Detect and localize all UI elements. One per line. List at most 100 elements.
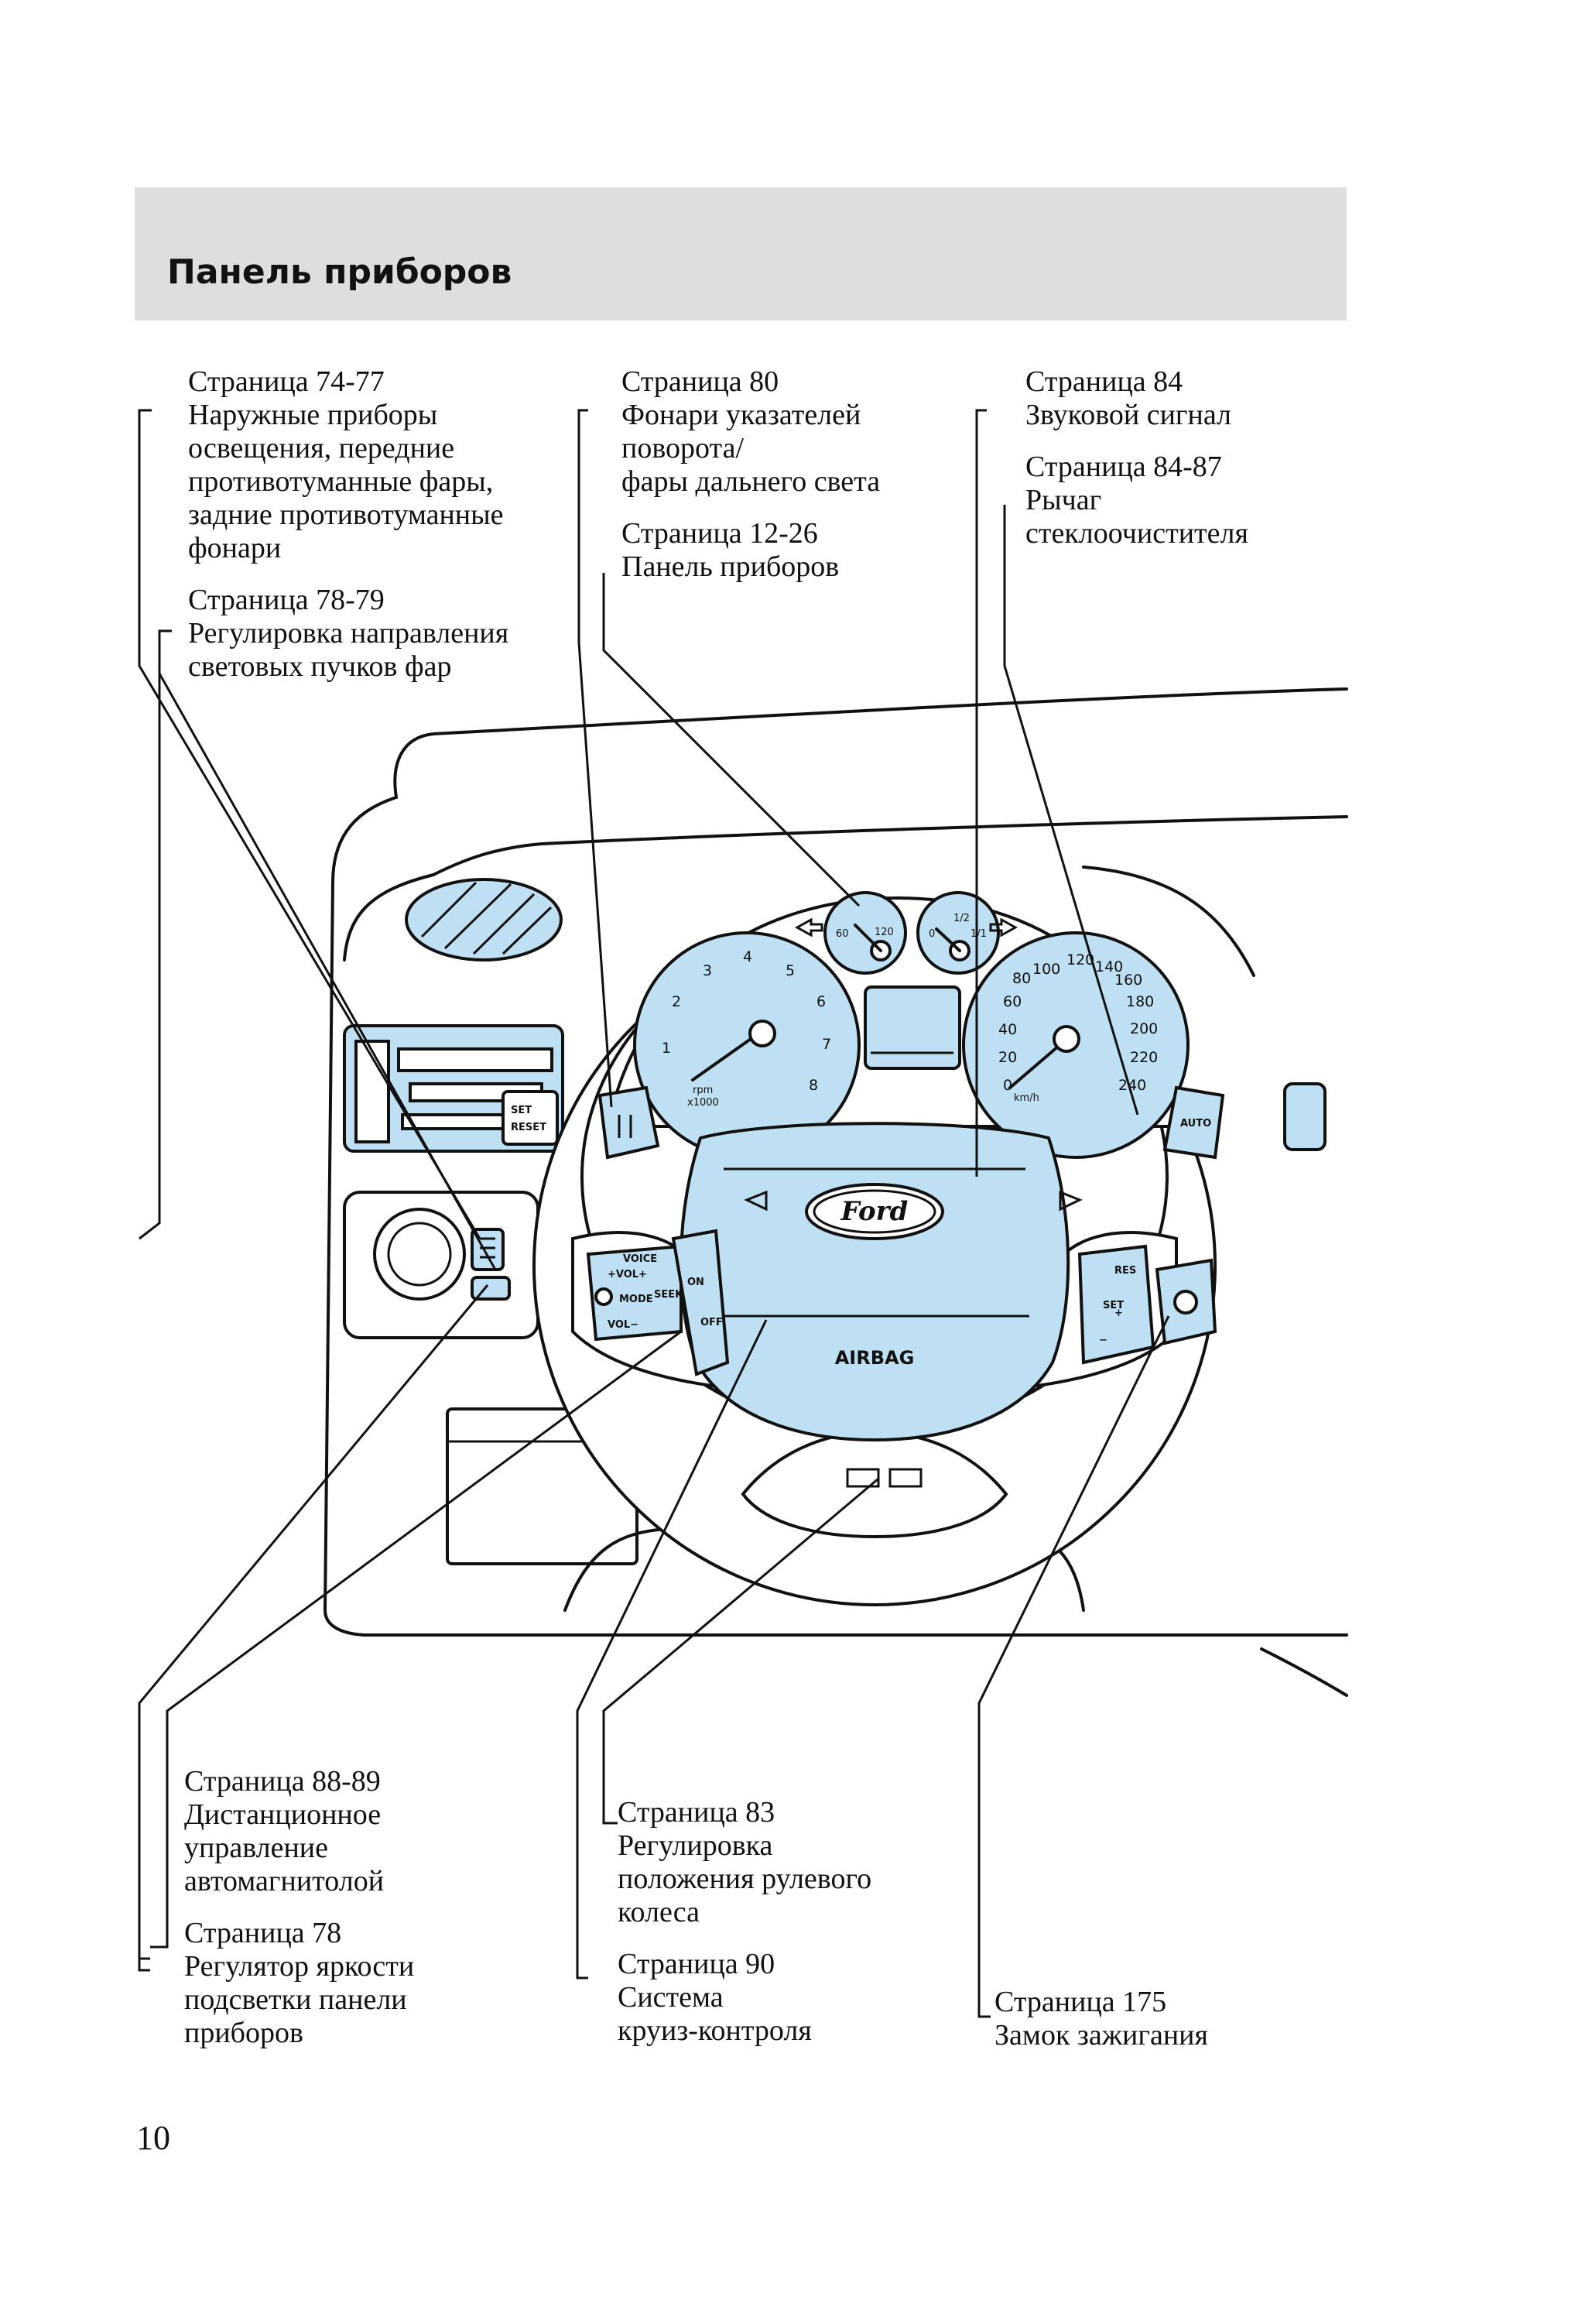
speed-number: 60 [1003, 993, 1022, 1010]
speed-number: 220 [1130, 1049, 1158, 1066]
light-switch-panel [343, 1191, 539, 1339]
speed-number: 40 [998, 1021, 1017, 1038]
callout-text: Наружные приборы [188, 399, 438, 431]
tach-number: 6 [816, 993, 826, 1010]
reset-label: RESET [511, 1122, 546, 1133]
fuel-number: 1/1 [971, 928, 987, 940]
tach-number: 4 [743, 948, 752, 965]
callout-page-ref: Страница 80 [621, 365, 779, 398]
speed-number: 100 [1032, 961, 1060, 978]
air-vent [405, 878, 563, 961]
callout-page-ref: Страница 74-77 [188, 365, 385, 398]
callout-text: фонари [188, 532, 282, 564]
tach-number: 3 [703, 962, 712, 979]
callout-text: Фонари указателей [621, 399, 861, 431]
callout-text: поворота/ [621, 432, 745, 464]
speed-number: 0 [1003, 1077, 1012, 1094]
vol-plus-label: +VOL+ [608, 1269, 647, 1280]
speed-number: 120 [1066, 951, 1094, 968]
temp-number: 120 [875, 927, 894, 938]
wiper-auto-label: AUTO [1180, 1118, 1211, 1129]
speedometer: 0 20 40 60 80 100 120 140 160 180 200 22… [962, 931, 1190, 1159]
callout-text: Система [618, 1981, 724, 2014]
tach-number: 5 [786, 962, 795, 979]
dashboard-outline [324, 687, 1348, 1697]
vol-minus-label: VOL− [608, 1319, 638, 1331]
cruise-res-label: RES [1114, 1265, 1136, 1277]
callout-text: стеклоочистителя [1025, 517, 1248, 550]
mode-label: MODE [619, 1294, 653, 1305]
turn-right-arrow-icon [989, 917, 1018, 937]
cruise-off-label: OFF [700, 1317, 723, 1328]
wiper-stalk: AUTO [1162, 1082, 1327, 1160]
callout-text: задние противотуманные [188, 499, 504, 531]
airbag-label: AIRBAG [835, 1347, 915, 1369]
callout-text: управление [184, 1832, 329, 1864]
callout-leaders [138, 409, 1170, 2018]
seek-label: SEEK [654, 1289, 683, 1301]
speed-number: 20 [998, 1049, 1017, 1066]
callout-page-ref: Страница 84-87 [1025, 451, 1222, 483]
cruise-plus-label: + [1114, 1308, 1123, 1319]
callout-page-ref: Страница 12-26 [621, 517, 818, 550]
temperature-gauge: 60 120 [823, 891, 907, 975]
horn-left-icon [744, 1190, 768, 1212]
callout-text: Дистанционное [184, 1798, 382, 1831]
tach-number: 2 [672, 993, 681, 1010]
speed-unit: km/h [1014, 1092, 1039, 1104]
callout-text: подсветки панели [184, 1983, 407, 2016]
callout-ignition: Страница 175 Замок зажигания [994, 1986, 1208, 2052]
speed-number: 160 [1114, 972, 1142, 989]
callout-page-ref: Страница 83 [618, 1796, 775, 1829]
tach-unit: x1000 [687, 1097, 719, 1109]
callout-text: колеса [618, 1896, 700, 1928]
speed-number: 240 [1118, 1077, 1146, 1094]
callout-text: круиз-контроля [618, 2014, 812, 2047]
audio-remote-controls: +VOL+ VOICE MODE SEEK VOL− [586, 1244, 683, 1342]
callout-audio-remote: Страница 88-89 Дистанционное управление … [184, 1765, 414, 2050]
airbag-hub: Ford AIRBAG [679, 1122, 1083, 1442]
callout-text: Регулятор яркости [184, 1950, 415, 1983]
cruise-on-label: ON [687, 1277, 704, 1288]
steering-wheel: 1 2 3 4 5 6 7 8 rpm x1000 0 20 40 [502, 891, 1327, 1606]
fuel-number: 1/2 [953, 913, 970, 924]
callout-text: Панель приборов [621, 550, 840, 583]
tach-number: 7 [822, 1036, 831, 1053]
cruise-control-right: RES SET + − [1077, 1244, 1155, 1365]
turn-left-arrow-icon [794, 917, 823, 937]
center-display [864, 985, 961, 1070]
callout-text: противотуманные фары, [188, 465, 494, 498]
callout-steering-cruise: Страница 83 Регулировка положения рулево… [618, 1796, 871, 2048]
page-title: Панель приборов [167, 252, 512, 292]
callout-text: Регулировка направления [188, 617, 509, 650]
callout-text: освещения, передние [188, 432, 455, 464]
callout-horn-wiper: Страница 84 Звуковой сигнал Страница 84-… [1025, 365, 1248, 550]
cruise-minus-label: − [1099, 1335, 1107, 1346]
callout-text: фары дальнего света [621, 465, 881, 498]
fuel-number: 0 [929, 928, 935, 940]
section-header-band [135, 187, 1347, 320]
fuel-gauge: 0 1/2 1/1 [916, 891, 1000, 975]
speed-number: 180 [1126, 993, 1154, 1010]
callout-page-ref: Страница 84 [1025, 365, 1183, 398]
cruise-set-label: SET [1103, 1300, 1124, 1311]
callout-text: автомагнитолой [184, 1865, 385, 1897]
tach-number: 8 [809, 1077, 818, 1094]
tach-number: 1 [662, 1040, 671, 1057]
temp-number: 60 [836, 928, 849, 940]
voice-label: VOICE [623, 1253, 657, 1265]
callout-page-ref: Страница 175 [994, 1986, 1167, 2018]
page-number: 10 [136, 2119, 170, 2157]
turn-signal-stalk: SET RESET [502, 1085, 660, 1160]
callout-text: световых пучков фар [188, 650, 452, 683]
callout-text: положения рулевого [618, 1863, 872, 1895]
ford-logo: Ford [840, 1196, 909, 1227]
speed-number: 80 [1012, 970, 1031, 987]
tach-unit: rpm [693, 1085, 713, 1096]
callout-text: Рычаг [1025, 484, 1102, 516]
ignition-lock [1155, 1258, 1217, 1345]
set-label: SET [511, 1105, 532, 1116]
callout-page-ref: Страница 78-79 [188, 584, 385, 616]
